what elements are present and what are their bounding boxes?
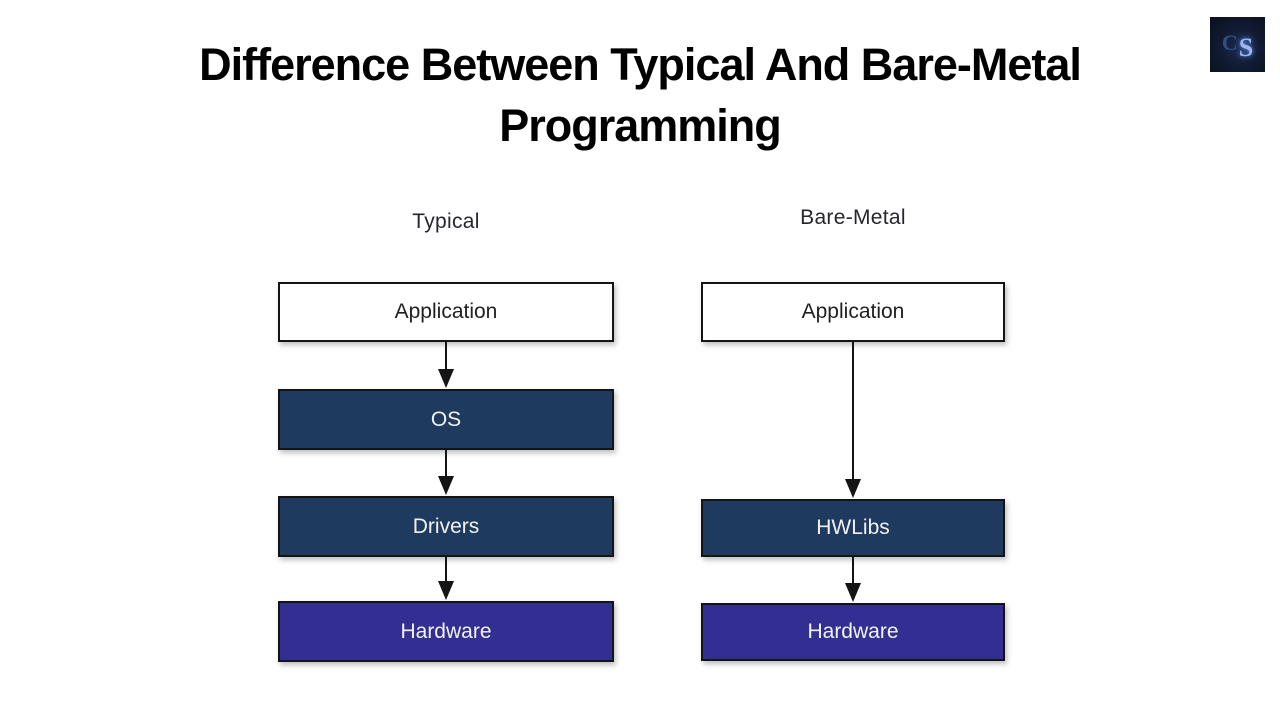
- logo-letter-c: C: [1221, 29, 1238, 55]
- box-typical-os: OS: [278, 389, 614, 450]
- page-title: Difference Between Typical And Bare-Meta…: [0, 34, 1280, 156]
- page-title-line-1: Difference Between Typical And Bare-Meta…: [199, 39, 1082, 90]
- box-baremetal-hwlibs: HWLibs: [701, 499, 1005, 557]
- arrow-baremetal-hwlibs-to-hardware-line: [852, 557, 854, 585]
- arrow-typical-drivers-to-hardware-line: [445, 557, 447, 583]
- cs-logo: C S: [1210, 17, 1265, 72]
- box-typical-application: Application: [278, 282, 614, 342]
- box-typical-hardware: Hardware: [278, 601, 614, 662]
- arrow-typical-drivers-to-hardware-head-icon: [438, 581, 454, 600]
- arrow-baremetal-app-to-hwlibs-line: [852, 342, 854, 481]
- arrow-baremetal-hwlibs-to-hardware-head-icon: [845, 583, 861, 602]
- logo-letter-s: S: [1238, 32, 1254, 62]
- box-baremetal-application: Application: [701, 282, 1005, 342]
- arrow-typical-os-to-drivers-head-icon: [438, 476, 454, 495]
- column-label-typical: Typical: [412, 210, 480, 233]
- page-title-line-2: Programming: [499, 100, 782, 151]
- column-label-bare-metal: Bare-Metal: [800, 206, 906, 229]
- arrow-baremetal-app-to-hwlibs-head-icon: [845, 479, 861, 498]
- arrow-typical-os-to-drivers-line: [445, 450, 447, 478]
- arrow-typical-app-to-os-line: [445, 342, 447, 371]
- arrow-typical-app-to-os-head-icon: [438, 369, 454, 388]
- box-typical-drivers: Drivers: [278, 496, 614, 557]
- box-baremetal-hardware: Hardware: [701, 603, 1005, 661]
